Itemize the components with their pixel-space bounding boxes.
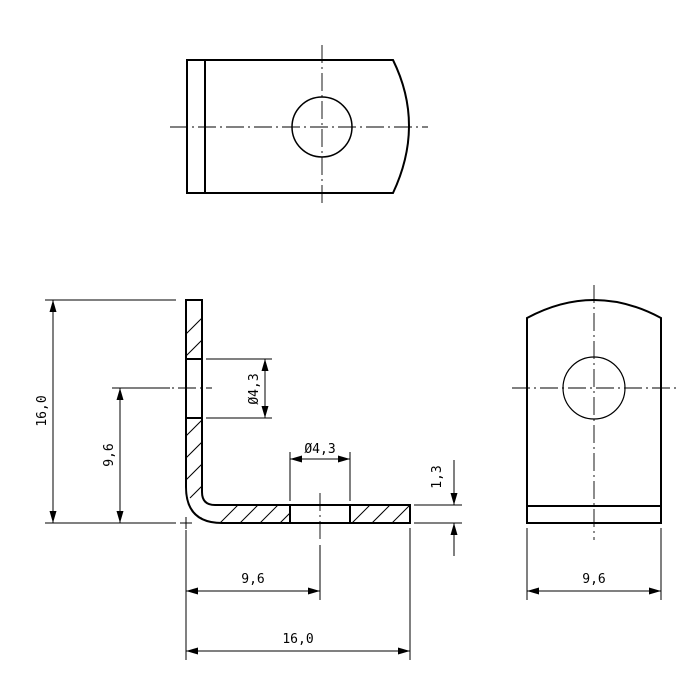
front-section-view — [150, 299, 411, 540]
dim-vertical-hole-diameter-label: Ø4,3 — [247, 373, 262, 404]
dim-side-width-label: 9,6 — [582, 572, 605, 587]
dim-total-height-label: 16,0 — [35, 395, 50, 426]
dim-thickness-label: 1,3 — [430, 465, 445, 488]
dim-total-height: 16,0 — [35, 299, 176, 524]
dim-thickness: 1,3 — [414, 460, 462, 556]
dim-hole-offset-bottom: 9,6 — [185, 530, 321, 600]
dim-total-length-label: 16,0 — [282, 632, 313, 647]
side-view-outline — [526, 299, 662, 524]
dim-hole-offset-bottom-label: 9,6 — [241, 572, 264, 587]
dim-horizontal-hole-diameter: Ø4,3 — [289, 442, 351, 501]
dimensions: 16,0 9,6 Ø4,3 Ø4,3 — [35, 299, 662, 660]
section-hatching — [186, 317, 410, 524]
dim-side-width: 9,6 — [526, 528, 662, 600]
front-view-outline — [185, 299, 411, 524]
dim-total-length: 16,0 — [185, 528, 411, 660]
side-view — [512, 285, 676, 540]
dim-hole-height: 9,6 — [102, 387, 170, 523]
dim-horizontal-hole-diameter-label: Ø4,3 — [304, 442, 335, 457]
dim-hole-height-label: 9,6 — [102, 443, 117, 466]
dim-vertical-hole-diameter: Ø4,3 — [206, 358, 272, 419]
top-view — [170, 45, 428, 205]
top-view-outline — [186, 59, 410, 194]
